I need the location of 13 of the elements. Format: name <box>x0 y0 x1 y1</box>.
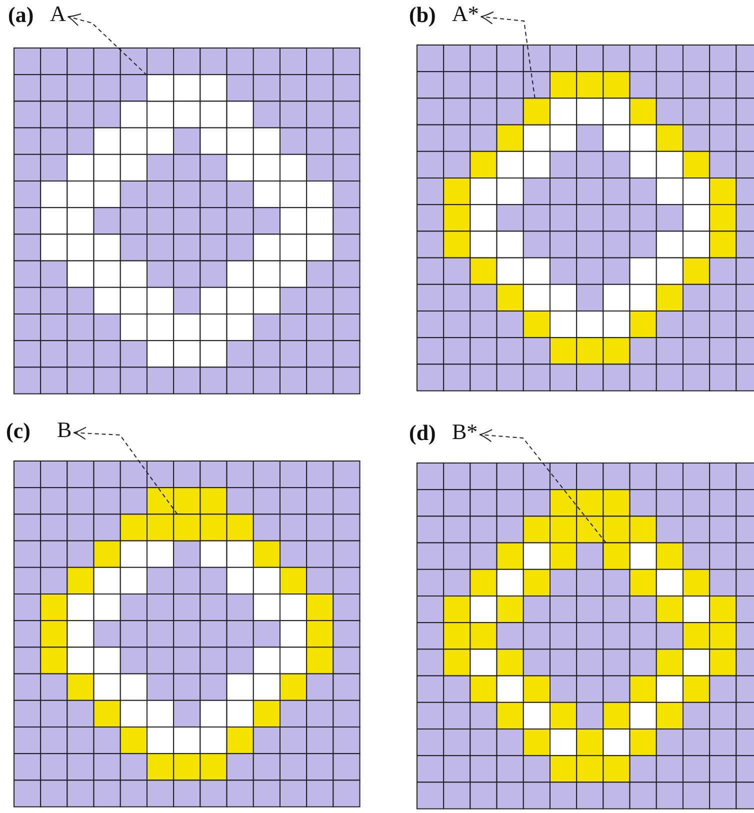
leader-label: B* <box>452 421 478 443</box>
panel-label: (c) <box>6 420 30 442</box>
panel-label: (d) <box>409 422 436 444</box>
grid-cell <box>602 542 630 570</box>
grid-cell <box>146 74 174 102</box>
leader-line <box>480 11 536 99</box>
panel-label: (a) <box>8 4 34 26</box>
grid-cell <box>522 98 550 126</box>
leader-label: A* <box>452 3 479 25</box>
leader-label: B <box>57 419 72 441</box>
leader-label: A <box>50 3 66 25</box>
panel-label: (b) <box>409 4 436 26</box>
grid-cell <box>173 514 201 542</box>
